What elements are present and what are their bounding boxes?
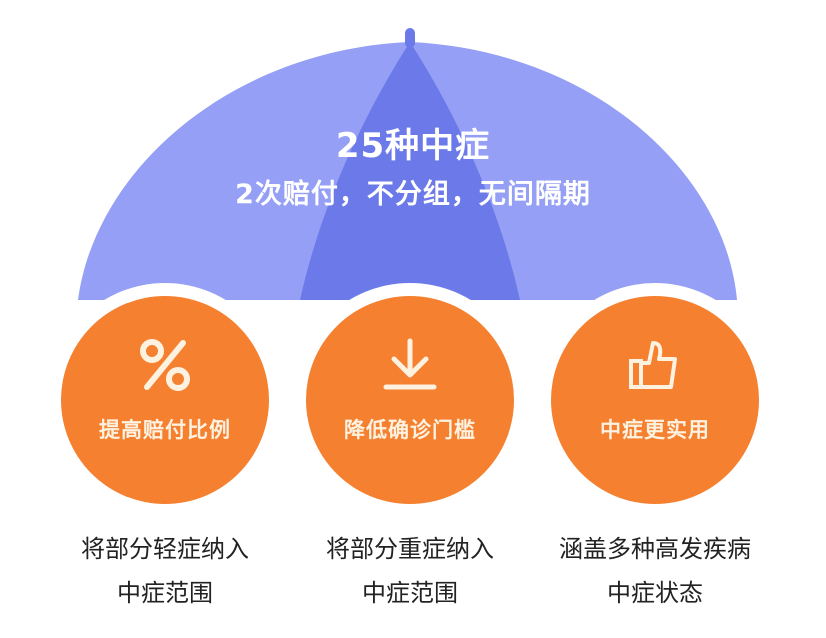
feature-caption-2: 将部分重症纳入 中症范围: [280, 527, 540, 615]
feature-label: 提高赔付比例: [99, 418, 231, 442]
feature-caption-3: 涵盖多种高发疾病 中症状态: [525, 527, 785, 615]
umbrella-center-panel: [300, 42, 520, 300]
thumbs-up-icon: [551, 330, 759, 400]
feature-circle-increase-payout: 提高赔付比例: [61, 296, 269, 504]
caption-line: 将部分重症纳入: [326, 535, 494, 563]
feature-circle-lower-threshold: 降低确诊门槛: [306, 296, 514, 504]
caption-line: 中症状态: [607, 579, 703, 607]
caption-line: 将部分轻症纳入: [81, 535, 249, 563]
download-arrow-icon: [306, 330, 514, 400]
caption-line: 涵盖多种高发疾病: [559, 535, 751, 563]
feature-label: 降低确诊门槛: [344, 418, 476, 442]
umbrella-title: 25种中症: [335, 126, 491, 166]
feature-label: 中症更实用: [600, 418, 710, 442]
caption-line: 中症范围: [117, 579, 213, 607]
umbrella-tip: [405, 28, 415, 48]
umbrella-subtitle: 2次赔付，不分组，无间隔期: [235, 179, 591, 210]
feature-circle-more-practical: 中症更实用: [551, 296, 759, 504]
feature-caption-1: 将部分轻症纳入 中症范围: [35, 527, 295, 615]
caption-line: 中症范围: [362, 579, 458, 607]
percent-icon: [61, 330, 269, 400]
